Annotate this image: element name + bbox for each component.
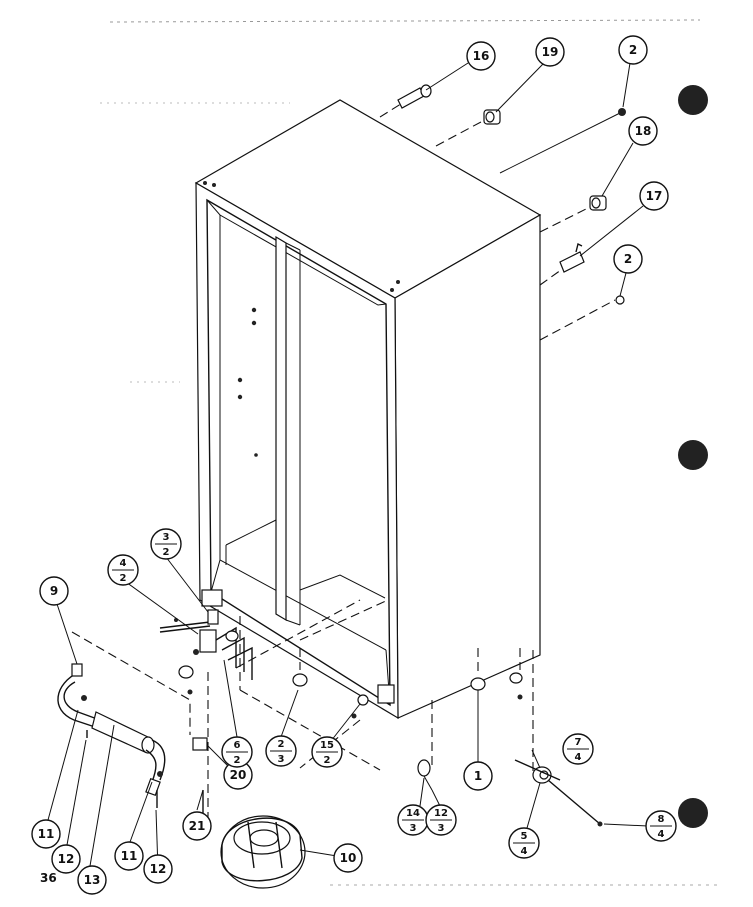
- part-14-clip: [417, 759, 433, 791]
- svg-text:15: 15: [320, 740, 334, 751]
- callout-5-over-4: 54: [508, 827, 540, 859]
- cabinet-liner: [194, 99, 542, 720]
- callout-14-over-3: 143: [397, 804, 429, 836]
- svg-text:4: 4: [575, 752, 582, 763]
- callout-21: 21: [182, 811, 212, 841]
- callout-20: 20: [223, 760, 253, 790]
- callout-2-over-3: 23: [265, 735, 297, 767]
- svg-text:20: 20: [230, 768, 247, 782]
- callout-3-over-2: 32: [150, 528, 182, 560]
- part-20-clamp: [192, 737, 208, 751]
- page-number: 36: [40, 871, 57, 885]
- svg-text:16: 16: [473, 49, 490, 63]
- callout-9: 9: [39, 576, 69, 606]
- svg-text:9: 9: [50, 584, 58, 598]
- part-19-bushing: [483, 109, 501, 125]
- svg-text:7: 7: [575, 737, 582, 748]
- callout-8-over-4: 84: [645, 810, 677, 842]
- svg-text:17: 17: [646, 189, 663, 203]
- callout-11-right: 11: [114, 841, 144, 871]
- scan-artifacts: [100, 19, 720, 886]
- callout-16: 16: [466, 41, 496, 71]
- callout-18: 18: [628, 116, 658, 146]
- callout-12-over-3: 123: [425, 804, 457, 836]
- svg-text:11: 11: [121, 849, 138, 863]
- svg-text:2: 2: [629, 43, 637, 57]
- callout-2-lower: 2: [613, 244, 643, 274]
- svg-text:2: 2: [120, 573, 127, 584]
- svg-text:2: 2: [234, 755, 241, 766]
- leader-dashes: [71, 91, 623, 838]
- svg-text:3: 3: [278, 754, 285, 765]
- callout-13: 13: [77, 865, 107, 895]
- binder-hole-middle: [678, 440, 708, 470]
- svg-text:19: 19: [542, 45, 559, 59]
- part-feet: [178, 630, 523, 719]
- binder-hole-top: [678, 85, 708, 115]
- callout-15-over-2: 152: [311, 736, 343, 768]
- svg-text:2: 2: [163, 547, 170, 558]
- callout-4-over-2: 42: [107, 554, 139, 586]
- callout-2-top: 2: [618, 35, 648, 65]
- svg-text:6: 6: [234, 740, 241, 751]
- callout-12-left: 12: [51, 844, 81, 874]
- callout-6-over-2: 62: [221, 736, 253, 768]
- part-17-bracket: [559, 242, 585, 273]
- part-2-screw-lower: [615, 295, 625, 305]
- part-5-fitting: [514, 759, 603, 827]
- part-10-donut: [220, 815, 306, 889]
- svg-text:3: 3: [410, 823, 417, 834]
- svg-text:12: 12: [434, 808, 448, 819]
- callout-10: 10: [333, 843, 363, 873]
- svg-text:5: 5: [521, 831, 528, 842]
- svg-text:3: 3: [438, 823, 445, 834]
- svg-text:12: 12: [150, 862, 167, 876]
- callout-1: 1: [463, 761, 493, 791]
- part-mount-hardware: [159, 609, 253, 680]
- callout-19: 19: [535, 37, 565, 67]
- callout-12-right: 12: [143, 854, 173, 884]
- callout-7-over-4: 74: [562, 733, 594, 765]
- svg-text:12: 12: [58, 852, 75, 866]
- svg-text:2: 2: [624, 252, 632, 266]
- part-18-bushing: [589, 195, 607, 211]
- svg-text:11: 11: [38, 827, 55, 841]
- svg-text:10: 10: [340, 851, 357, 865]
- svg-text:4: 4: [120, 558, 127, 569]
- svg-text:18: 18: [635, 124, 652, 138]
- binder-hole-bottom: [678, 798, 708, 828]
- svg-text:2: 2: [278, 739, 285, 750]
- svg-text:4: 4: [658, 829, 665, 840]
- svg-text:13: 13: [84, 873, 101, 887]
- svg-text:14: 14: [406, 808, 420, 819]
- part-13-tube-assembly: [57, 663, 166, 808]
- svg-text:2: 2: [324, 755, 331, 766]
- callout-11-left: 11: [31, 819, 61, 849]
- svg-text:4: 4: [521, 846, 528, 857]
- callout-17: 17: [639, 181, 669, 211]
- svg-text:8: 8: [658, 814, 665, 825]
- part-2-screw-top: [618, 108, 626, 116]
- svg-text:3: 3: [163, 532, 170, 543]
- svg-text:21: 21: [189, 819, 206, 833]
- part-16-fitting: [397, 84, 432, 109]
- svg-text:1: 1: [474, 769, 482, 783]
